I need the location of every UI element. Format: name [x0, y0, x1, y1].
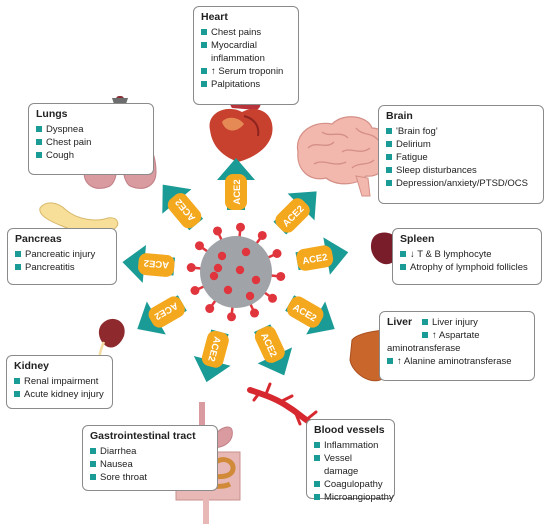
spleen-title: Spleen	[400, 233, 435, 245]
liver-item: Liver injury	[387, 316, 528, 329]
brain-item: Depression/anxiety/PTSD/OCS	[386, 177, 537, 190]
blood-vessels-symptom-box: Blood vessels Inflammation Vessel damage…	[306, 419, 395, 503]
ace2-label: ACE2	[232, 179, 243, 204]
liver-item-continued: aminotransferase	[387, 343, 461, 354]
blood-vessels-item: Coagulopathy	[314, 478, 388, 491]
pancreas-illustration	[39, 202, 119, 234]
virus-surface-dot	[235, 265, 245, 275]
virus-surface-dot	[217, 251, 227, 261]
heart-symptom-box: Heart Chest pains Myocardial inflammatio…	[193, 6, 299, 105]
virus-surface-dot	[245, 291, 255, 301]
gi-item: Diarrhea	[90, 445, 211, 458]
brain-title: Brain	[386, 110, 413, 122]
ace2-arrow-liver: ACE2	[285, 295, 335, 335]
heart-item: Chest pains	[201, 26, 292, 39]
liver-item: ↑ Aspartate	[387, 329, 528, 342]
brain-illustration	[296, 116, 389, 197]
gi-item: Nausea	[90, 458, 211, 471]
spleen-item: ↓ T & B lymphocyte	[400, 248, 535, 261]
virus-spike-tip	[186, 263, 196, 273]
blood-vessels-title: Blood vessels	[314, 424, 385, 436]
virus-surface-dot	[251, 275, 261, 285]
ace2-label: ACE2	[302, 252, 329, 267]
ace2-arrow-lungs: ACE2	[162, 184, 204, 231]
ace2-badge	[275, 198, 310, 233]
heart-title: Heart	[201, 11, 228, 23]
heart-illustration	[209, 94, 273, 162]
ace2-badge	[167, 193, 202, 229]
virus-spike-tip	[249, 308, 259, 318]
heart-item: Myocardial inflammation	[201, 39, 292, 65]
ace2-label: ACE2	[143, 257, 169, 270]
lungs-title: Lungs	[36, 108, 68, 120]
ace2-badge	[148, 296, 185, 328]
virus-spike-tip	[235, 222, 245, 232]
heart-item: ↑ Serum troponin	[201, 65, 292, 78]
lungs-item: Dyspnea	[36, 123, 147, 136]
virus-spike-tip	[272, 249, 282, 259]
virus-spike-tip	[205, 304, 215, 314]
virus-spike-tip	[268, 293, 278, 303]
virus-surface-dot	[241, 247, 251, 257]
coronavirus-icon	[186, 222, 286, 322]
blood-vessels-item: Microangiopathy	[314, 491, 394, 504]
brain-symptom-box: Brain 'Brain fog' Delirium Fatigue Sleep…	[378, 105, 544, 204]
virus-spike-tip	[213, 226, 223, 236]
ace2-arrow-spleen: ACE2	[295, 237, 349, 275]
ace2-arrow-brain: ACE2	[273, 191, 317, 235]
kidney-title: Kidney	[14, 360, 50, 372]
ace2-arrow-heart: ACE2	[217, 158, 255, 210]
virus-spike-tip	[276, 271, 286, 281]
lungs-item: Chest pain	[36, 136, 147, 149]
lungs-item: Cough	[36, 149, 147, 162]
spleen-item: Atrophy of lymphoid follicles	[400, 261, 535, 274]
pancreas-item: Pancreatitis	[15, 261, 110, 274]
virus-spike-tip	[190, 285, 200, 295]
virus-body	[200, 236, 272, 308]
gi-title: Gastrointestinal tract	[90, 430, 196, 442]
virus-surface-dot	[223, 285, 233, 295]
ace2-badge	[138, 253, 175, 277]
ace2-badge	[296, 245, 334, 271]
heart-item: Palpitations	[201, 78, 292, 91]
spleen-symptom-box: Spleen ↓ T & B lymphocyte Atrophy of lym…	[392, 228, 542, 285]
kidney-symptom-box: Kidney Renal impairment Acute kidney inj…	[6, 355, 113, 409]
liver-symptom-box: Liver injury Liver ↑ Aspartate aminotran…	[379, 311, 535, 381]
kidney-item: Renal impairment	[14, 375, 106, 388]
pancreas-title: Pancreas	[15, 233, 62, 245]
virus-spike-tip	[194, 241, 204, 251]
brain-item: Sleep disturbances	[386, 164, 537, 177]
ace2-badge	[201, 330, 229, 368]
ace2-arrow-gi: ACE2	[193, 329, 231, 383]
ace2-arrow-kidney: ACE2	[137, 295, 187, 335]
pancreas-item: Pancreatic injury	[15, 248, 110, 261]
lungs-symptom-box: Lungs Dyspnea Chest pain Cough	[28, 103, 154, 175]
liver-title: Liver	[387, 316, 413, 328]
kidney-item: Acute kidney injury	[14, 388, 106, 401]
ace2-badge	[225, 174, 247, 210]
gi-item: Sore throat	[90, 471, 211, 484]
ace2-arrow-blood-vessels: ACE2	[254, 324, 293, 376]
ace2-badge	[254, 326, 285, 363]
gi-symptom-box: Gastrointestinal tract Diarrhea Nausea S…	[82, 425, 218, 491]
blood-vessels-item: Vessel damage	[314, 452, 388, 478]
virus-spike-tip	[227, 312, 237, 322]
blood-vessels-item: Inflammation	[314, 439, 388, 452]
brain-item: 'Brain fog'	[386, 125, 537, 138]
pancreas-symptom-box: Pancreas Pancreatic injury Pancreatitis	[7, 228, 117, 285]
brain-item: Fatigue	[386, 151, 537, 164]
virus-surface-dot	[209, 271, 219, 281]
liver-item: ↑ Alanine aminotransferase	[387, 355, 528, 368]
ace2-arrow-pancreas: ACE2	[122, 245, 176, 283]
ace2-badge	[287, 296, 324, 328]
virus-surface-dot	[213, 263, 223, 273]
brain-item: Delirium	[386, 138, 537, 151]
virus-spike-tip	[257, 230, 267, 240]
